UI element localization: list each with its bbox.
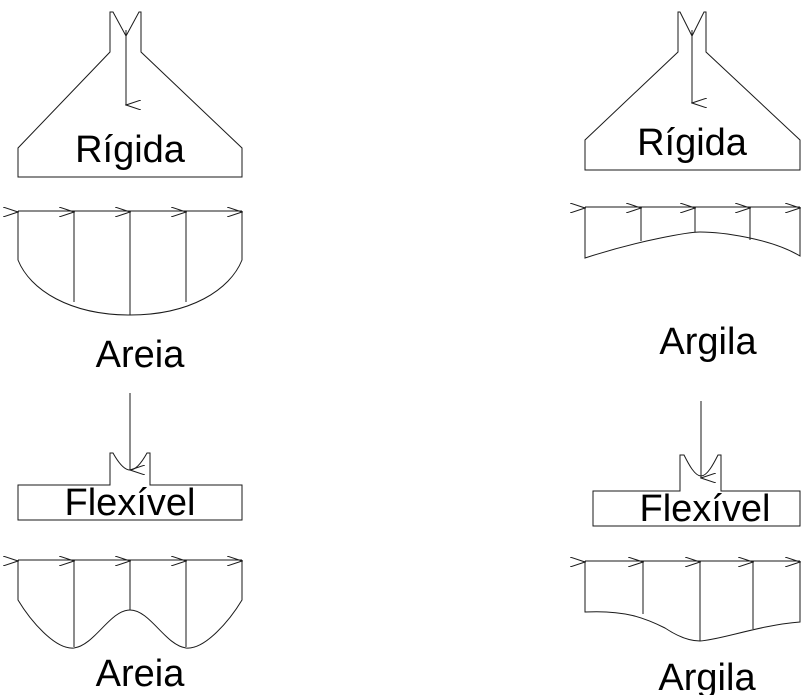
soil-label-clay-rigid: Argila <box>659 321 757 363</box>
pressure-rigid-clay: Argila <box>585 207 800 363</box>
rigid-label-sand: Rígida <box>75 129 186 171</box>
soil-label-clay-flexible: Argila <box>658 657 756 695</box>
rigid-label-clay: Rígida <box>637 122 748 164</box>
flexible-footing-clay: Flexível <box>592 401 801 530</box>
flexible-footing-sand: Flexível <box>17 393 243 524</box>
rigid-footing-sand: Rígida <box>17 11 243 178</box>
soil-label-sand-flexible: Areia <box>96 653 186 695</box>
pressure-flexible-sand: Areia <box>18 560 242 695</box>
pressure-flexible-clay: Argila <box>585 561 800 695</box>
flexible-label-clay: Flexível <box>640 488 771 530</box>
pressure-rigid-sand: Areia <box>18 211 242 376</box>
rigid-footing-clay: Rígida <box>584 11 801 171</box>
soil-label-sand-rigid: Areia <box>96 334 186 376</box>
flexible-label-sand: Flexível <box>65 482 196 524</box>
